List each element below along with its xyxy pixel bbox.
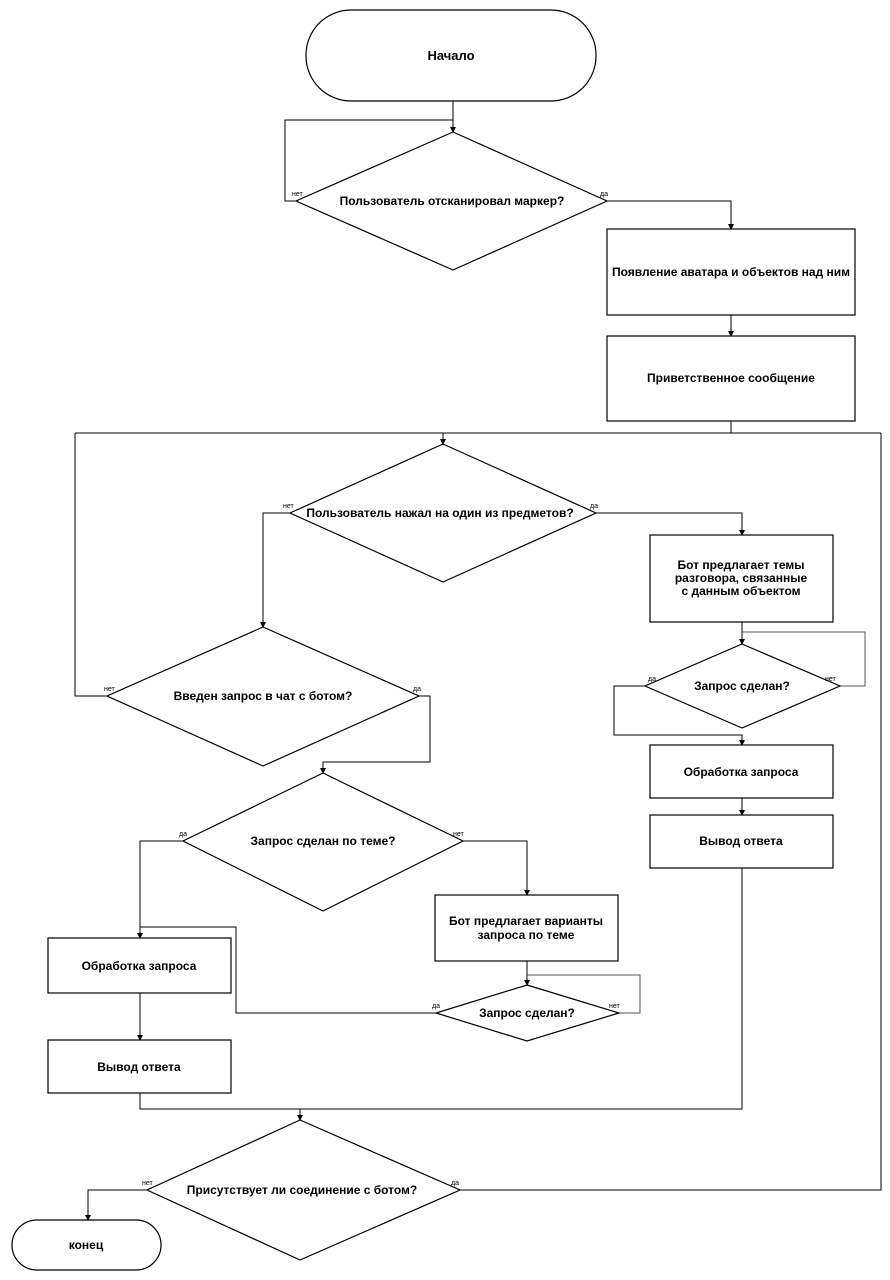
output-right-label: Вывод ответа (699, 834, 783, 848)
node-q-clicked: Пользователь нажал на один из предметов? (288, 443, 598, 583)
tag-conn-no: нет (142, 1180, 154, 1187)
q-scanned-label: Пользователь отсканировал маркер? (340, 194, 565, 208)
start-terminator (305, 9, 597, 102)
edge-clicked-yes (596, 512, 745, 536)
topics-box (649, 534, 834, 623)
node-greeting: Приветственное сообщение (606, 335, 856, 422)
edge-connection-yes (460, 433, 882, 1191)
node-output-left: Вывод ответа (47, 1039, 232, 1094)
tag-topic-no: нет (453, 831, 465, 838)
node-start: Начало (305, 9, 597, 102)
q-connection-diamond (145, 1119, 462, 1261)
start-label: Начало (427, 48, 474, 63)
edge-scan-yes (607, 200, 734, 230)
q-on-topic-diamond (181, 772, 465, 912)
variants-line-2: запроса по теме (478, 928, 575, 942)
variants-line-1: Бот предлагает варианты (449, 914, 603, 928)
edge-right-yes (613, 685, 745, 746)
edge-tags: нет да нет да да нет нет да да нет да не… (104, 191, 837, 1187)
node-q-chat: Введен запрос в чат с ботом? (105, 626, 421, 767)
node-q-request-right: Запрос сделан? (643, 643, 842, 729)
tag-scanned-yes: да (600, 191, 608, 198)
node-variants: Бот предлагает варианты запроса по теме (434, 894, 619, 962)
q-scanned-diamond (294, 131, 609, 271)
node-process-right: Обработка запроса (649, 744, 834, 799)
tag-conn-yes: да (451, 1180, 459, 1187)
greeting-label: Приветственное сообщение (647, 371, 815, 385)
q-clicked-diamond (288, 443, 598, 583)
process-left-label: Обработка запроса (82, 959, 197, 973)
topics-line-1: Бот предлагает темы (678, 558, 805, 572)
q-chat-label: Введен запрос в чат с ботом? (174, 689, 353, 703)
q-on-topic-label: Запрос сделан по теме? (251, 834, 396, 848)
q-clicked-label: Пользователь нажал на один из предметов? (306, 506, 573, 520)
q-request-right-diamond (643, 643, 842, 729)
q-connection-label: Присутствует ли соединение с ботом? (187, 1183, 418, 1197)
tag-clicked-yes: да (590, 503, 598, 510)
topics-line-2: разговора, связанные (675, 571, 808, 585)
tag-clicked-no: нет (283, 503, 295, 510)
tag-right-yes: да (648, 676, 656, 683)
process-right-box (649, 744, 834, 799)
node-q-connection: Присутствует ли соединение с ботом? (145, 1119, 462, 1261)
tag-right-no: нет (825, 676, 837, 683)
topics-line-3: с данным объектом (681, 584, 800, 598)
edge-connection-no (85, 1189, 147, 1221)
tag-mid-yes: да (432, 1003, 440, 1010)
edge-mid-no-loop (527, 974, 641, 1014)
tag-scanned-no: нет (292, 191, 304, 198)
edge-chat-yes (320, 695, 431, 774)
q-request-right-label: Запрос сделан? (694, 679, 790, 693)
node-q-request-mid: Запрос сделан? (433, 984, 622, 1042)
node-output-right: Вывод ответа (649, 814, 834, 869)
tag-chat-yes: да (413, 686, 421, 693)
avatar-box (606, 228, 856, 316)
tag-chat-no: нет (104, 686, 116, 693)
node-topics: Бот предлагает темы разговора, связанные… (649, 534, 834, 623)
node-q-on-topic: Запрос сделан по теме? (181, 772, 465, 912)
variants-box (434, 894, 619, 962)
edge-right-no-loop (742, 631, 866, 687)
tag-mid-no: нет (609, 1003, 621, 1010)
process-left-box (47, 937, 232, 994)
node-avatar: Появление аватара и объектов над ним (606, 228, 856, 316)
output-right-box (649, 814, 834, 869)
end-terminator (11, 1219, 162, 1271)
edge-mid-yes (140, 926, 436, 1014)
q-request-mid-label: Запрос сделан? (479, 1006, 575, 1020)
edge-clicked-no (260, 512, 290, 628)
node-q-scanned: Пользователь отсканировал маркер? (294, 131, 609, 271)
tag-topic-yes: да (179, 831, 187, 838)
connectors (74, 101, 882, 1221)
q-chat-diamond (105, 626, 421, 767)
edge-chat-no (74, 433, 107, 697)
q-request-mid-diamond (433, 984, 622, 1042)
edge-scan-no-loop (284, 119, 453, 202)
edge-topic-yes (137, 840, 183, 939)
node-end: конец (11, 1219, 162, 1271)
edge-topic-no (463, 840, 530, 896)
output-left-label: Вывод ответа (97, 1060, 181, 1074)
avatar-label: Появление аватара и объектов над ним (612, 265, 850, 279)
edge-output-right-merge (139, 868, 743, 1110)
end-label: конец (69, 1238, 104, 1252)
output-left-box (47, 1039, 232, 1094)
process-right-label: Обработка запроса (684, 765, 799, 779)
greeting-box (606, 335, 856, 422)
node-process-left: Обработка запроса (47, 937, 232, 994)
